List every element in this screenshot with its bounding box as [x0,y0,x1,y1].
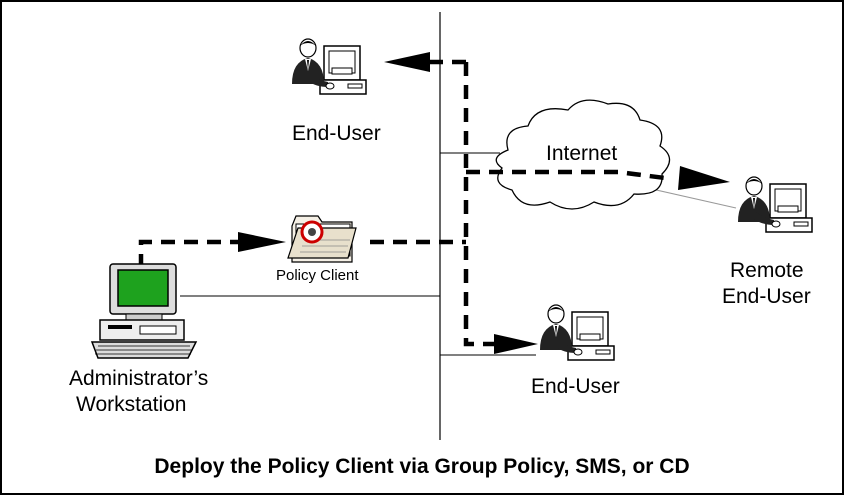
arrow-to-remote-user [678,166,730,190]
end-user-bottom-computer [539,304,615,361]
arrow-to-top-user [384,52,430,72]
remote-end-user-computer [737,176,813,233]
policy-client-label: Policy Client [276,267,359,284]
remote-end-user-label-line2: End-User [722,285,811,308]
end-user-bottom-label: End-User [531,375,620,398]
deployment-path [138,59,666,347]
internet-cloud [495,99,671,210]
arrowheads [238,52,730,354]
diagram-caption: Deploy the Policy Client via Group Polic… [154,455,689,478]
arrow-to-bottom-user [494,334,538,354]
internet-label: Internet [546,142,617,165]
end-user-top-computer [291,38,367,95]
remote-end-user-label-line1: Remote [730,259,804,282]
policy-client-folder-icon [287,215,357,263]
admin-label-line1: Administrator’s [69,367,208,390]
admin-label-line2: Workstation [76,393,187,416]
end-user-top-label: End-User [292,122,381,145]
admin-workstation-computer [90,263,198,359]
arrow-to-policy-client [238,232,286,252]
